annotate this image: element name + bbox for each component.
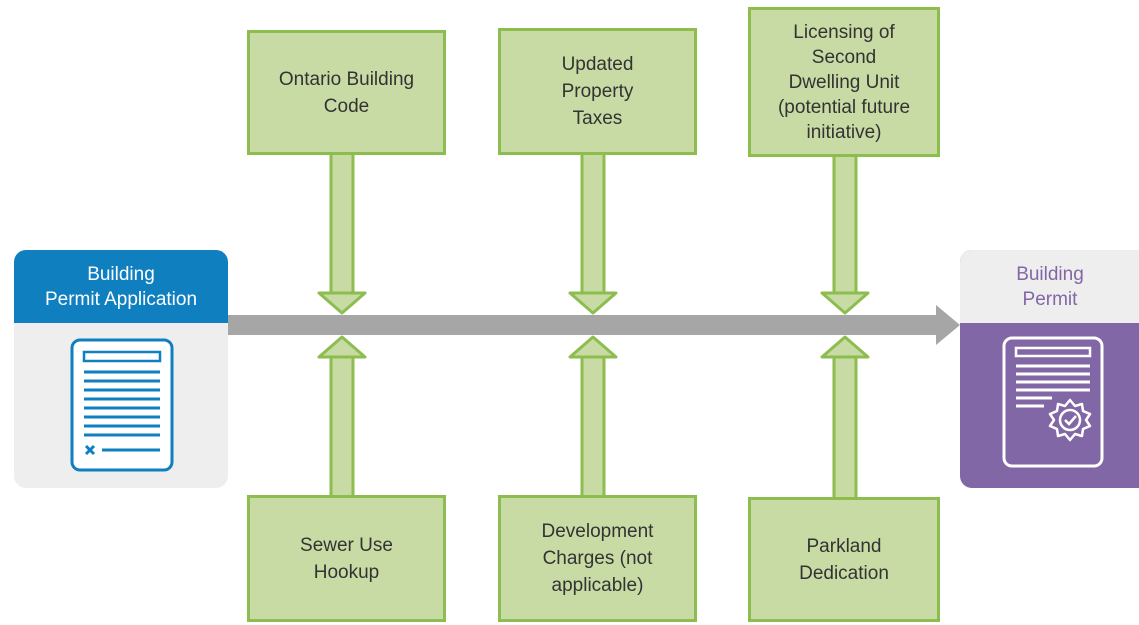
arrow-down-3 <box>820 153 870 315</box>
ontario-building-code-label: Ontario Building Code <box>278 68 415 117</box>
licensing-second-dwelling-box: Licensing of Second Dwelling Unit (poten… <box>748 7 940 157</box>
updated-property-taxes-box: Updated Property Taxes <box>498 28 697 155</box>
main-process-arrow <box>228 305 960 345</box>
start-card-label: Building Permit Application <box>44 263 198 310</box>
development-charges-box: Development Charges (not applicable) <box>498 495 697 622</box>
arrow-down-1 <box>317 151 367 315</box>
arrow-up-1 <box>317 335 367 499</box>
arrow-down-2 <box>568 151 618 315</box>
parkland-dedication-box: Parkland Dedication <box>748 497 940 622</box>
end-card: Building Permit <box>960 250 1139 488</box>
arrow-up-3 <box>820 335 870 501</box>
licensing-second-dwelling-label: Licensing of Second Dwelling Unit (poten… <box>777 21 911 143</box>
end-card-header: Building Permit <box>960 250 1139 323</box>
document-icon <box>70 338 174 479</box>
ontario-building-code-box: Ontario Building Code <box>247 30 446 155</box>
start-card: Building Permit Application <box>14 250 228 488</box>
end-card-label: Building Permit <box>1016 263 1084 310</box>
parkland-dedication-label: Parkland Dedication <box>799 535 889 584</box>
arrow-up-2 <box>568 335 618 499</box>
sewer-use-hookup-label: Sewer Use Hookup <box>300 534 393 583</box>
development-charges-label: Development Charges (not applicable) <box>541 521 654 596</box>
sewer-use-hookup-box: Sewer Use Hookup <box>247 495 446 622</box>
updated-property-taxes-label: Updated Property Taxes <box>561 54 634 129</box>
start-card-header: Building Permit Application <box>14 250 228 323</box>
certificate-icon <box>1002 336 1104 475</box>
